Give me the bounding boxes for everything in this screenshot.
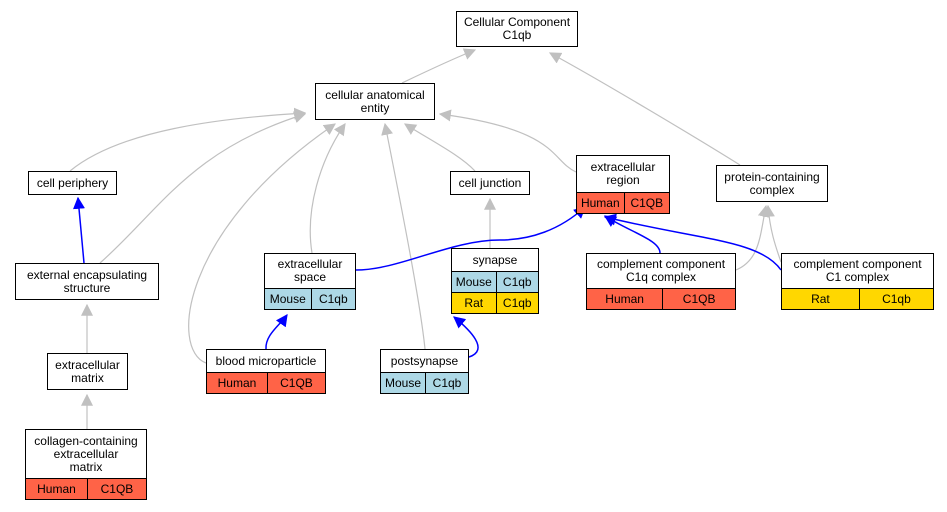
- node-label: extracellular space: [277, 257, 343, 284]
- edge-part-of-complement-c1q-to-extracellular-region: [603, 215, 661, 254]
- edge-part-of-external-encapsulating-structure-to-cell-periphery: [73, 196, 85, 264]
- edge-part-of-postsynapse-to-synapse: [453, 316, 479, 358]
- node-protein-containing-complex[interactable]: protein-containing complex: [716, 165, 828, 202]
- species-label: Human: [605, 291, 644, 306]
- gene-label: C1QB: [266, 373, 325, 393]
- edge-is-a-cellular-anatomical-entity-to-cellular-component: [401, 48, 477, 84]
- edge-is-a-postsynapse-to-cellular-anatomical-entity: [381, 122, 426, 350]
- annotation-row: Human C1QB: [26, 478, 146, 499]
- annotation-row: Rat C1qb: [452, 292, 538, 313]
- edge-is-a-extracellular-region-to-cellular-anatomical-entity: [438, 109, 577, 173]
- annotation-row: Rat C1qb: [782, 288, 933, 309]
- edge-is-a-complement-c1q-to-protein-containing-complex: [735, 204, 770, 271]
- edge-part-of-blood-microparticle-to-extracellular-space: [265, 314, 288, 350]
- species-label: Rat: [464, 295, 484, 310]
- species-label: Rat: [811, 291, 830, 306]
- node-cell-periphery[interactable]: cell periphery: [28, 171, 117, 195]
- edge-is-a-cell-junction-to-cellular-anatomical-entity: [403, 123, 476, 172]
- node-label: blood microparticle: [215, 353, 317, 368]
- annotation-row: Mouse C1qb: [265, 288, 355, 309]
- species-label: Human: [580, 195, 620, 210]
- gene-label: C1qb: [495, 293, 538, 313]
- edge-is-a-protein-containing-complex-to-cellular-component: [548, 52, 741, 166]
- node-cell-junction[interactable]: cell junction: [450, 171, 530, 195]
- node-label: postsynapse: [390, 353, 459, 368]
- gene-label: C1QB: [623, 193, 669, 213]
- node-cellular-anatomical-entity[interactable]: cellular anatomical entity: [315, 83, 435, 120]
- edge-part-of-complement-c1-to-extracellular-region: [603, 213, 782, 271]
- node-cellular-component[interactable]: Cellular Component C1qb: [456, 11, 578, 47]
- node-label: external encapsulating structure: [26, 267, 148, 295]
- edge-is-a-extracellular-space-to-cellular-anatomical-entity: [309, 123, 346, 254]
- node-label: synapse: [472, 252, 518, 267]
- node-label: cell periphery: [36, 175, 109, 190]
- edge-is-a-cell-periphery-to-cellular-anatomical-entity: [69, 107, 307, 172]
- node-label: Cellular Component C1qb: [463, 15, 571, 42]
- node-label: cell junction: [458, 175, 522, 190]
- gene-label: C1qb: [858, 289, 933, 309]
- node-label: complement component C1 complex: [793, 257, 922, 284]
- gene-label: C1qb: [425, 373, 468, 393]
- edge-part-of-extracellular-space-to-extracellular-region: [355, 206, 586, 271]
- node-collagen-ecm[interactable]: collagen-containing extracellular matrix…: [25, 429, 147, 500]
- annotation-row: Human C1QB: [587, 288, 735, 309]
- gene-label: C1QB: [662, 289, 735, 309]
- species-label: Mouse: [269, 291, 306, 306]
- species-label: Mouse: [385, 375, 422, 390]
- gene-label: C1qb: [495, 272, 538, 292]
- node-label: protein-containing complex: [724, 169, 820, 197]
- node-label: collagen-containing extracellular matrix: [34, 433, 138, 474]
- edge-is-a-blood-microparticle-to-cellular-anatomical-entity: [188, 123, 336, 364]
- node-external-encapsulating-structure[interactable]: external encapsulating structure: [15, 263, 159, 300]
- node-label: extracellular matrix: [55, 357, 120, 385]
- species-label: Mouse: [455, 274, 492, 289]
- node-label: cellular anatomical entity: [325, 87, 425, 115]
- species-label: Human: [37, 481, 76, 496]
- node-extracellular-matrix[interactable]: extracellular matrix: [47, 353, 128, 390]
- species-label: Human: [217, 375, 257, 390]
- edge-is-a-external-encapsulating-structure-to-cellular-anatomical-entity: [99, 111, 307, 264]
- node-label: complement component C1q complex: [596, 257, 726, 284]
- edge-is-a-complement-c1-to-protein-containing-complex: [762, 204, 782, 263]
- node-label: extracellular region: [590, 160, 656, 187]
- gene-label: C1QB: [86, 479, 146, 499]
- annotation-row: Human C1QB: [207, 372, 325, 393]
- gene-label: C1qb: [310, 289, 355, 309]
